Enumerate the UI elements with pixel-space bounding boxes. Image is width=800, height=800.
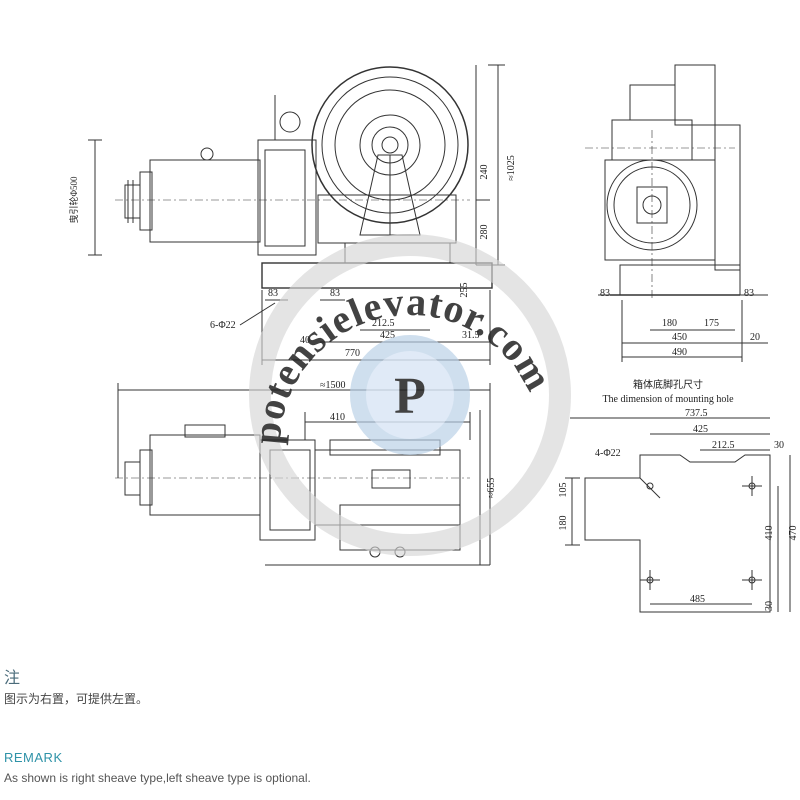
- mount-dim-212-5: 212.5: [712, 440, 735, 451]
- dim-240: 240: [479, 165, 490, 180]
- side-dim-490: 490: [672, 347, 687, 358]
- technical-drawing: 曳引轮Φ500 ≈1025 240 280 255 83 83 6-Φ22 21…: [68, 64, 799, 613]
- dim-655: ≈655: [486, 478, 497, 499]
- dim-770: 770: [345, 348, 360, 359]
- sheave-diameter-label: 曳引轮Φ500: [68, 176, 79, 224]
- dim-83-left: 83: [268, 288, 278, 299]
- mounting-title-cn: 箱体底脚孔尺寸: [633, 378, 703, 391]
- mount-dim-470: 470: [788, 526, 799, 541]
- mounting-hole-labels: 箱体底脚孔尺寸 The dimension of mounting hole 7…: [558, 378, 799, 611]
- mounting-hole-detail: [565, 417, 791, 613]
- note-text: 图示为右置，可提供左置。: [4, 692, 149, 706]
- watermark: P potensielevator.com: [244, 234, 571, 556]
- dim-height-total: ≈1025: [506, 155, 517, 181]
- side-dim-450: 450: [672, 332, 687, 343]
- side-dim-83-right: 83: [744, 288, 754, 299]
- top-view-dimension-labels: ≈1500 410 ≈655: [320, 380, 497, 498]
- note-title: 注: [4, 668, 21, 687]
- side-dim-83-left: 83: [600, 288, 610, 299]
- mount-dim-180: 180: [558, 516, 569, 531]
- dim-83-mid: 83: [330, 288, 340, 299]
- side-dim-175: 175: [704, 318, 719, 329]
- side-dim-180: 180: [662, 318, 677, 329]
- side-view: [585, 64, 768, 362]
- side-view-dimension-labels: 83 83 180 175 450 20 490: [600, 288, 760, 358]
- dim-280: 280: [479, 225, 490, 240]
- mount-dim-30-top: 30: [774, 440, 784, 451]
- mount-dim-737-5: 737.5: [685, 408, 708, 419]
- side-dim-20: 20: [750, 332, 760, 343]
- dim-425: 425: [380, 330, 395, 341]
- dim-40: 40: [300, 335, 310, 346]
- mount-dim-30-bottom: 30: [764, 601, 775, 611]
- mount-dim-410: 410: [764, 526, 775, 541]
- watermark-logo-letter: P: [394, 368, 426, 425]
- mount-dim-425: 425: [693, 424, 708, 435]
- dim-410: 410: [330, 412, 345, 423]
- remark-title: REMARK: [4, 750, 63, 765]
- holes-label: 6-Φ22: [210, 320, 236, 331]
- remark-text: As shown is right sheave type,left sheav…: [4, 771, 311, 785]
- dim-255: 255: [459, 283, 470, 298]
- mount-holes-label: 4-Φ22: [595, 448, 621, 459]
- mount-dim-485: 485: [690, 594, 705, 605]
- mount-dim-105: 105: [558, 483, 569, 498]
- mounting-title-en: The dimension of mounting hole: [602, 394, 734, 405]
- front-view-dimension-labels: 曳引轮Φ500 ≈1025 240 280 255 83 83 6-Φ22 21…: [68, 155, 517, 359]
- dim-31-5: 31.5: [462, 330, 480, 341]
- dim-212-5: 212.5: [372, 318, 395, 329]
- dim-1500: ≈1500: [320, 380, 346, 391]
